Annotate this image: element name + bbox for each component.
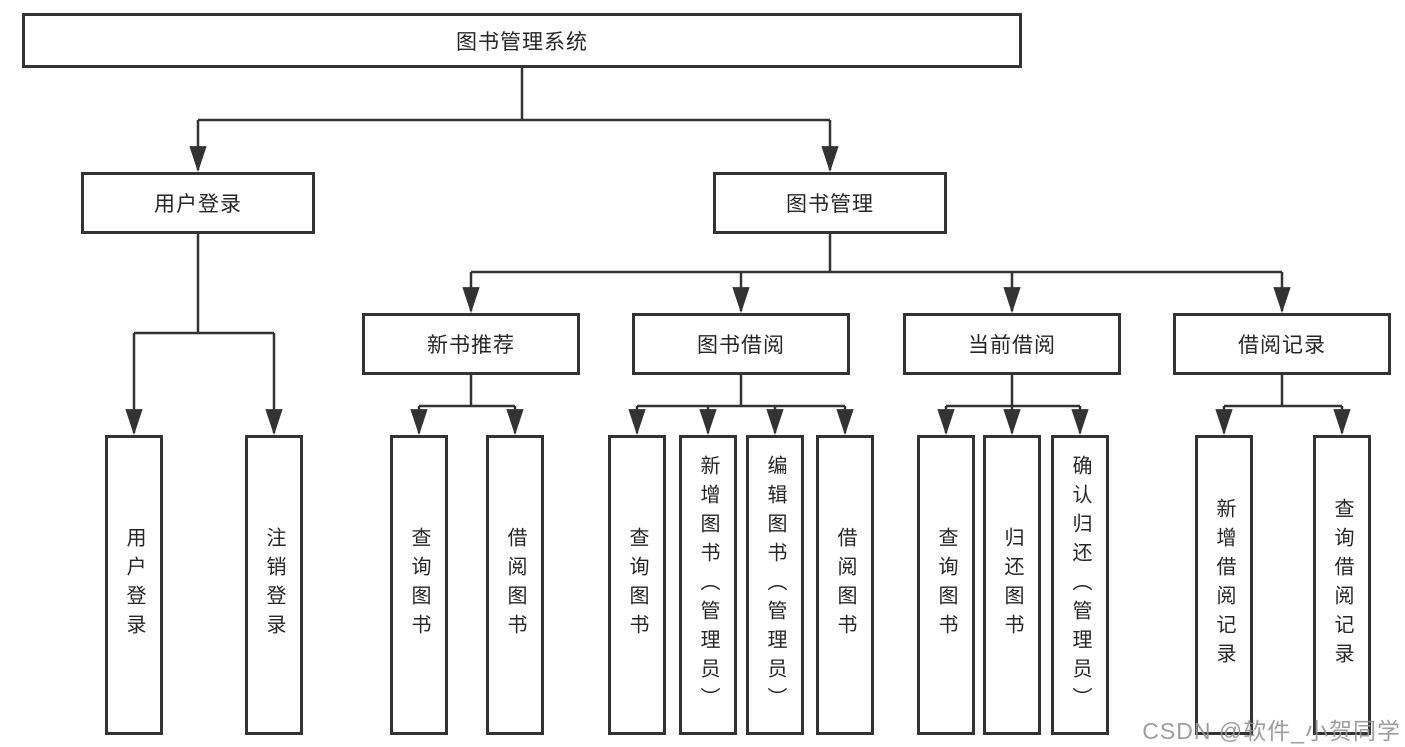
node-label: 借阅图书: [504, 527, 526, 643]
node-label: 确认归还（管理员）: [1069, 454, 1091, 716]
node-label: 新增借阅记录: [1213, 498, 1235, 672]
node-label: 查询图书: [408, 527, 430, 643]
node-label: 借阅图书: [834, 527, 856, 643]
node-label: 查询图书: [935, 527, 957, 643]
node-label: 用户登录: [123, 527, 145, 643]
leaf-query-book-current: 查询图书: [917, 435, 975, 735]
leaf-borrow-book-recommendation: 借阅图书: [486, 435, 544, 735]
leaf-query-borrow-record: 查询借阅记录: [1313, 435, 1371, 735]
leaf-return-book: 归还图书: [983, 435, 1041, 735]
node-label: 查询借阅记录: [1331, 498, 1353, 672]
leaf-user-login: 用户登录: [105, 435, 163, 735]
leaf-confirm-return-admin: 确认归还（管理员）: [1051, 435, 1109, 735]
node-book-borrowing: 图书借阅: [632, 313, 850, 375]
node-label: 查询图书: [626, 527, 648, 643]
node-label: 图书借阅: [697, 334, 785, 357]
node-label: 新书推荐: [427, 334, 515, 357]
leaf-query-book-borrowing: 查询图书: [608, 435, 666, 735]
leaf-query-book-recommendation: 查询图书: [390, 435, 448, 735]
node-label: 新增图书（管理员）: [697, 454, 719, 716]
node-label: 当前借阅: [968, 334, 1056, 357]
leaf-logout: 注销登录: [245, 435, 303, 735]
node-user-login: 用户登录: [81, 172, 315, 234]
node-label: 注销登录: [263, 527, 285, 643]
node-label: 用户登录: [154, 193, 242, 216]
node-label: 借阅记录: [1238, 334, 1326, 357]
leaf-borrow-book-borrowing: 借阅图书: [816, 435, 874, 735]
leaf-add-book-admin: 新增图书（管理员）: [679, 435, 737, 735]
node-label: 图书管理系统: [456, 30, 588, 54]
node-label: 编辑图书（管理员）: [764, 454, 786, 716]
node-library-management-system: 图书管理系统: [22, 13, 1022, 68]
node-borrowing-records: 借阅记录: [1173, 313, 1391, 375]
node-new-book-recommendation: 新书推荐: [362, 313, 580, 375]
leaf-edit-book-admin: 编辑图书（管理员）: [746, 435, 804, 735]
node-book-management: 图书管理: [713, 172, 947, 234]
node-current-borrowing: 当前借阅: [903, 313, 1121, 375]
node-label: 归还图书: [1001, 527, 1023, 643]
csdn-watermark: CSDN @软件_小贺同学: [1142, 718, 1401, 744]
node-label: 图书管理: [786, 193, 874, 216]
leaf-add-borrow-record: 新增借阅记录: [1195, 435, 1253, 735]
